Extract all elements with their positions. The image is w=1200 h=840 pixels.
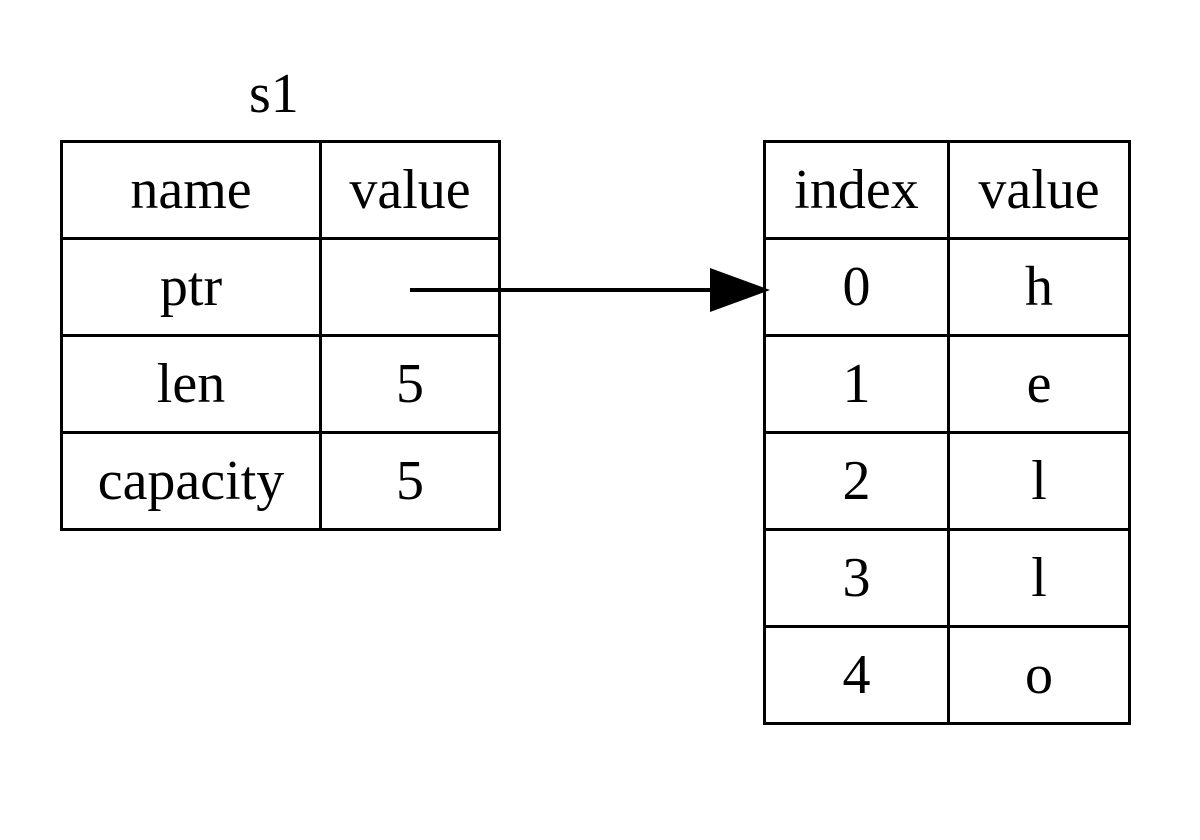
stack-row-value: 5 xyxy=(319,334,501,434)
stack-row-name: capacity xyxy=(60,431,322,531)
stack-row-capacity: capacity 5 xyxy=(60,431,501,531)
heap-row-index: 3 xyxy=(763,528,950,628)
heap-row-index: 0 xyxy=(763,237,950,337)
pointer-arrowhead xyxy=(710,268,770,312)
heap-row-value: e xyxy=(947,334,1131,434)
heap-row: 1 e xyxy=(763,334,1131,434)
stack-header-name: name xyxy=(60,140,322,240)
stack-row-len: len 5 xyxy=(60,334,501,434)
heap-row-value: h xyxy=(947,237,1131,337)
stack-row-name: ptr xyxy=(60,237,322,337)
heap-table: index value 0 h 1 e 2 l 3 l 4 o xyxy=(763,140,1131,725)
heap-row-index: 4 xyxy=(763,625,950,725)
heap-row: 2 l xyxy=(763,431,1131,531)
stack-row-value: 5 xyxy=(319,431,501,531)
heap-row-value: o xyxy=(947,625,1131,725)
stack-row-name: len xyxy=(60,334,322,434)
stack-row-ptr: ptr xyxy=(60,237,501,337)
stack-title: s1 xyxy=(249,63,299,125)
heap-header-row: index value xyxy=(763,140,1131,240)
heap-row-value: l xyxy=(947,431,1131,531)
stack-header-value: value xyxy=(319,140,501,240)
stack-header-row: name value xyxy=(60,140,501,240)
heap-header-index: index xyxy=(763,140,950,240)
heap-row-value: l xyxy=(947,528,1131,628)
heap-row-index: 1 xyxy=(763,334,950,434)
heap-row: 4 o xyxy=(763,625,1131,725)
heap-header-value: value xyxy=(947,140,1131,240)
heap-row-index: 2 xyxy=(763,431,950,531)
heap-row: 3 l xyxy=(763,528,1131,628)
stack-table: name value ptr len 5 capacity 5 xyxy=(60,140,501,531)
stack-row-value xyxy=(319,237,501,337)
heap-row: 0 h xyxy=(763,237,1131,337)
